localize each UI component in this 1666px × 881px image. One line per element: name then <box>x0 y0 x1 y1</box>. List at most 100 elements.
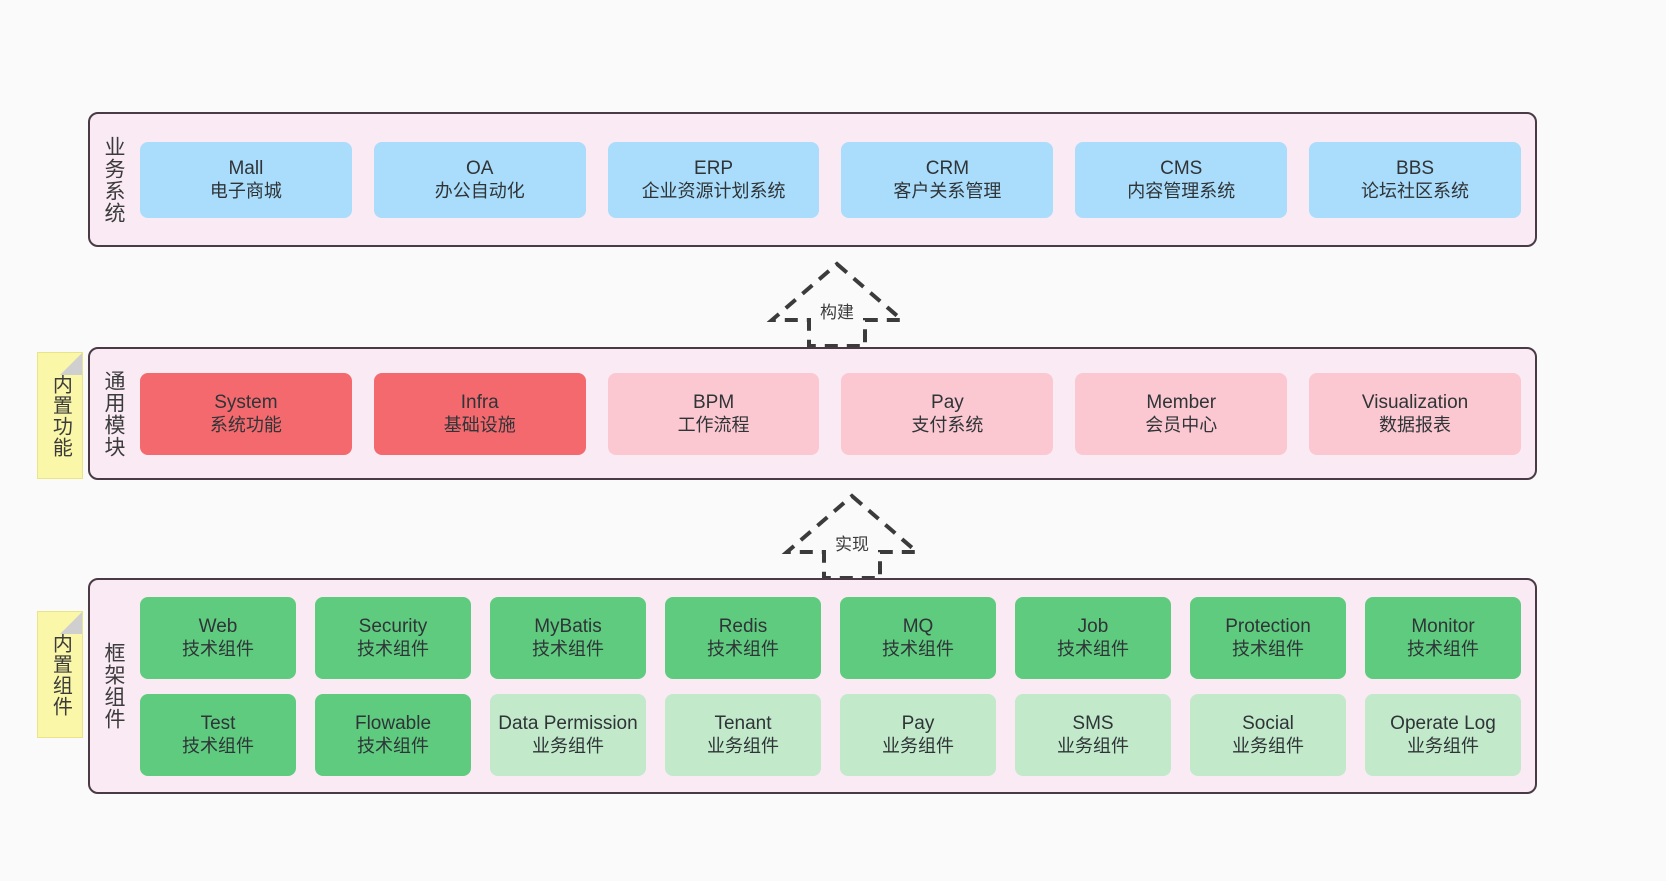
node-title: Pay <box>901 712 935 734</box>
node-title: Security <box>358 615 428 637</box>
node-subtitle: 技术组件 <box>357 736 429 757</box>
node-title: Data Permission <box>498 712 638 734</box>
node-title: Pay <box>931 391 964 413</box>
node-title: Operate Log <box>1390 712 1496 734</box>
node-subtitle: 技术组件 <box>182 639 254 660</box>
node-subtitle: 技术组件 <box>707 639 779 660</box>
node-title: Job <box>1077 615 1109 637</box>
node-subtitle: 工作流程 <box>677 415 750 436</box>
node-title: Tenant <box>714 712 772 734</box>
node-title: BPM <box>692 391 735 413</box>
node-title: Visualization <box>1361 391 1469 413</box>
node-title: ERP <box>694 157 734 179</box>
node-subtitle: 企业资源计划系统 <box>641 181 786 202</box>
node-title: Flowable <box>354 712 432 734</box>
node-subtitle: 客户关系管理 <box>893 181 1002 202</box>
node-title: SMS <box>1072 712 1114 734</box>
node-subtitle: 系统功能 <box>209 415 282 436</box>
node-subtitle: 会员中心 <box>1145 415 1218 436</box>
node-title: Protection <box>1225 615 1311 637</box>
node-subtitle: 技术组件 <box>182 736 254 757</box>
node-subtitle: 技术组件 <box>1232 639 1304 660</box>
node-subtitle: 技术组件 <box>357 639 429 660</box>
node-title: MyBatis <box>534 615 602 637</box>
node-subtitle: 支付系统 <box>911 415 984 436</box>
node-subtitle: 数据报表 <box>1379 415 1452 436</box>
node-title: BBS <box>1396 157 1435 179</box>
node-subtitle: 电子商城 <box>209 181 282 202</box>
node-subtitle: 业务组件 <box>1232 736 1304 757</box>
node-title: Monitor <box>1411 615 1475 637</box>
node-subtitle: 办公自动化 <box>434 181 525 202</box>
node-title: System <box>214 391 278 413</box>
node-title: Redis <box>718 615 768 637</box>
node-subtitle: 技术组件 <box>882 639 954 660</box>
note-built-in-components: 内置组件 <box>37 611 83 738</box>
layer-framework-components-caption: 框架组件 <box>101 642 125 730</box>
node-title: Social <box>1242 712 1294 734</box>
node-title: MQ <box>902 615 934 637</box>
note-built-in-functions-label: 内置功能 <box>49 373 72 458</box>
node-subtitle: 业务组件 <box>882 736 954 757</box>
node-subtitle: 技术组件 <box>532 639 604 660</box>
node-title: Web <box>198 615 238 637</box>
layer-common-modules-caption: 通用模块 <box>101 369 125 458</box>
node-title: Member <box>1146 391 1217 413</box>
node-subtitle: 业务组件 <box>1057 736 1129 757</box>
node-subtitle: 基础设施 <box>443 415 516 436</box>
node-title: Infra <box>460 391 499 413</box>
node-subtitle: 业务组件 <box>707 736 779 757</box>
note-built-in-functions: 内置功能 <box>37 352 83 479</box>
node-subtitle: 内容管理系统 <box>1127 181 1236 202</box>
node-title: Mall <box>228 157 264 179</box>
node-subtitle: 论坛社区系统 <box>1361 181 1470 202</box>
note-built-in-components-label: 内置组件 <box>49 632 72 717</box>
layer-business-systems-caption: 业务系统 <box>101 135 125 224</box>
node-title: CMS <box>1160 157 1203 179</box>
node-title: OA <box>466 157 494 179</box>
node-subtitle: 业务组件 <box>532 736 604 757</box>
node-title: Test <box>200 712 236 734</box>
arrow-implement: 实现 <box>777 490 927 580</box>
node-subtitle: 技术组件 <box>1057 639 1129 660</box>
